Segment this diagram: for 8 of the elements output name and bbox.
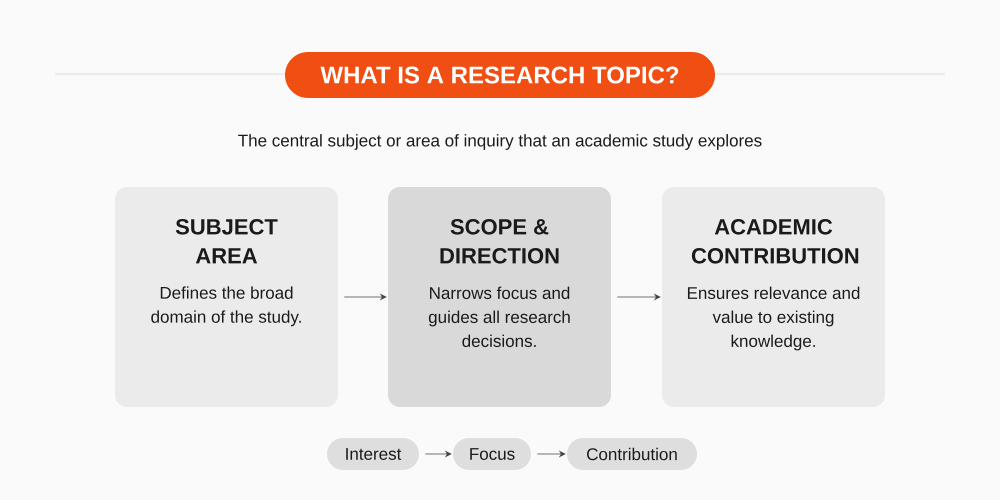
- title-banner: WHAT IS A RESEARCH TOPIC?: [285, 52, 716, 98]
- info-card: ACADEMIC CONTRIBUTION Ensures relevance and value to existing knowledge.: [662, 187, 886, 407]
- step-pill: Interest: [327, 438, 419, 470]
- subtitle: The central subject or area of inquiry that an academic study explores: [238, 134, 762, 150]
- step-pill: Contribution: [567, 438, 698, 470]
- step-pill: Focus: [453, 438, 531, 470]
- info-card: SUBJECT AREA Defines the broad domain of the study.: [115, 187, 338, 407]
- info-card: SCOPE & DIRECTION Narrows focus and guides all research decisions.: [388, 187, 611, 407]
